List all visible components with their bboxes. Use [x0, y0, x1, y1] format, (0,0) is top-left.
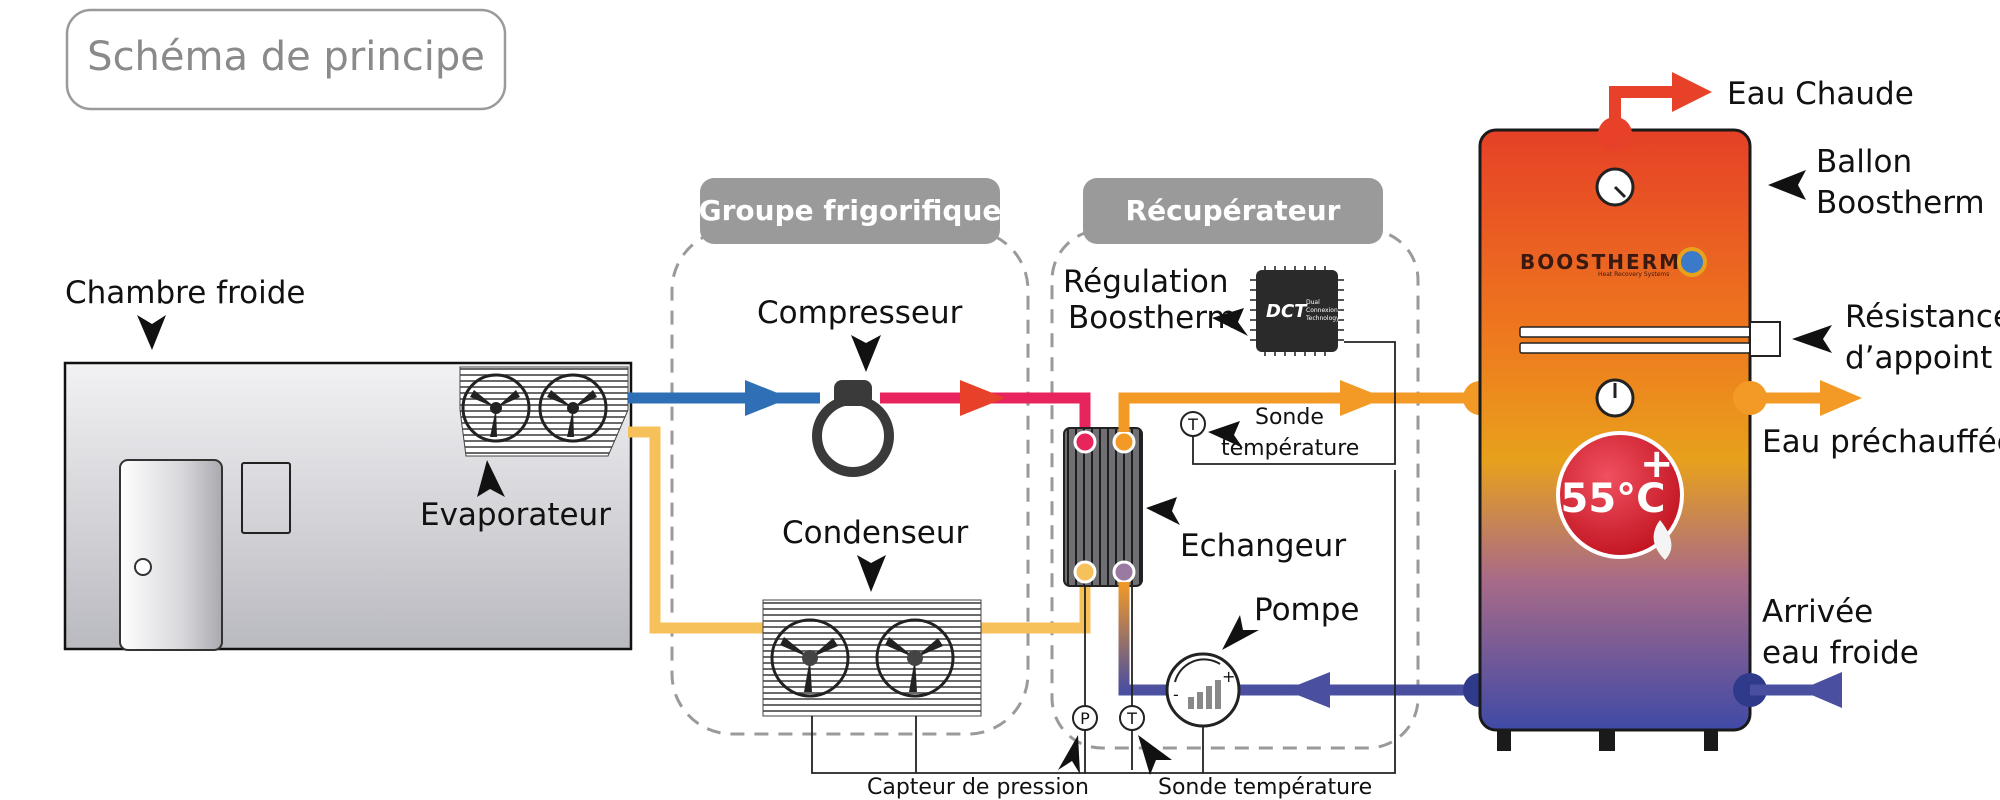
temperature-badge: 55°C +: [1556, 431, 1684, 560]
heat-exchanger: [1063, 427, 1143, 587]
evaporator-fan-icon: [461, 373, 608, 443]
heating-element-bottom: [1519, 342, 1751, 354]
capteur-pression-label: Capteur de pression: [867, 775, 1089, 800]
heating-element-top: [1519, 326, 1751, 338]
groupe-frigorifique-box: [670, 228, 1030, 736]
evaporateur-arrow: [477, 460, 505, 497]
regulation-chip-icon: DCT Dual Connexion Technology: [1250, 266, 1344, 356]
chambre-froide-label: Chambre froide: [65, 275, 305, 311]
hot-gas-arrow: [960, 380, 1005, 416]
pompe-label: Pompe: [1254, 592, 1360, 628]
groupe-frigorifique-header: Groupe frigorifique: [699, 178, 1002, 244]
echangeur-arrow: [1146, 497, 1180, 525]
condenseur-arrow: [857, 555, 886, 592]
resistance-connector: [1749, 321, 1781, 357]
condenseur-label: Condenseur: [782, 515, 969, 551]
chip-sub-line1: Dual: [1306, 299, 1320, 306]
sonde-top-arrow: [1208, 421, 1243, 448]
pump-icon: + -: [1165, 652, 1241, 728]
ballon-arrow: [1768, 170, 1806, 200]
eau-chaude-label: Eau Chaude: [1727, 76, 1914, 112]
hot-gas-pipe: [880, 392, 1091, 440]
compresseur-arrow: [851, 335, 881, 372]
title-box: Schéma de principe: [65, 8, 507, 111]
resistance-label-line1: Résistance: [1845, 299, 2000, 335]
hot-water-pipe: [1609, 86, 1680, 134]
temperature-badge-value: 55°C: [1560, 476, 1665, 522]
arrivee-label-line1: Arrivée: [1762, 594, 1873, 630]
chambre-froide-arrow: [137, 315, 166, 350]
capteur-pression-arrow: [1058, 735, 1080, 774]
brand-globe-icon: [1677, 247, 1707, 277]
regulation-label-line2: Boostherm: [1068, 300, 1237, 336]
boostherm-tank: BOOSTHERM Heat Recovery Systems 55°C +: [1478, 128, 1781, 751]
evaporateur-label: Evaporateur: [420, 497, 611, 533]
chip-sub-line3: Technology: [1305, 315, 1340, 322]
compressor-icon: [812, 380, 894, 477]
recuperateur-header: Récupérateur: [1083, 178, 1383, 244]
liquid-pipe-left: [628, 426, 766, 634]
door-handle: [134, 558, 152, 576]
wire-condenser-left: [811, 586, 1086, 774]
wire-bottom-return: [1085, 470, 1396, 774]
sonde-label-line2: température: [1221, 436, 1359, 461]
sensor-wire-top: [1192, 341, 1396, 465]
suction-arrow: [745, 380, 790, 416]
temperature-sensor-bottom-icon: [1119, 705, 1145, 731]
svg-text:+: +: [1222, 667, 1235, 686]
ballon-label-line2: Boostherm: [1816, 185, 1985, 221]
echangeur-label: Echangeur: [1180, 528, 1346, 564]
regulation-label-line1: Régulation: [1063, 264, 1229, 300]
resistance-arrow: [1792, 325, 1832, 353]
page-title: Schéma de principe: [87, 34, 485, 80]
condenser-unit: [762, 599, 982, 717]
recuperateur-label: Récupérateur: [1126, 194, 1341, 227]
resistance-label-line2: d’appoint: [1845, 340, 1992, 376]
cold-inlet-arrow: [1800, 672, 1842, 708]
chip-label: DCT: [1266, 301, 1308, 322]
hot-water-arrow: [1672, 72, 1712, 112]
pressure-sensor-icon: [1072, 705, 1098, 731]
pressure-sensor-symbol: P: [1080, 709, 1090, 728]
temperature-badge-plus: +: [1640, 441, 1674, 487]
temperature-sensor-bottom-symbol: T: [1126, 709, 1137, 728]
sonde-temperature-bottom-arrow: [1138, 735, 1172, 775]
return-water-arrow: [1285, 672, 1330, 708]
pompe-arrow: [1222, 615, 1259, 650]
temperature-sensor-top-icon: [1180, 411, 1206, 437]
eau-prechauffee-label: Eau préchauffée: [1762, 424, 2000, 460]
compresseur-label: Compresseur: [757, 295, 963, 331]
groupe-frigorifique-label: Groupe frigorifique: [699, 194, 1002, 227]
svg-text:-: -: [1173, 685, 1179, 704]
tank-brand: BOOSTHERM: [1520, 250, 1681, 274]
evaporator-unit: [459, 366, 629, 457]
sonde-temperature-bottom-label: Sonde température: [1158, 775, 1372, 800]
temperature-sensor-top-symbol: T: [1187, 415, 1198, 434]
preheated-water-arrow: [1340, 380, 1385, 416]
regulation-arrow: [1212, 308, 1248, 336]
sonde-label-line1: Sonde: [1255, 405, 1324, 430]
preheated-outlet-arrow: [1820, 380, 1862, 416]
window: [241, 462, 291, 534]
arrivee-label-line2: eau froide: [1762, 635, 1919, 671]
condenser-fan-icon: [770, 618, 955, 698]
tank-brand-sub: Heat Recovery Systems: [1598, 271, 1669, 278]
chip-sub-line2: Connexion: [1306, 307, 1338, 314]
ballon-label-line1: Ballon: [1816, 144, 1912, 180]
door: [119, 459, 223, 651]
